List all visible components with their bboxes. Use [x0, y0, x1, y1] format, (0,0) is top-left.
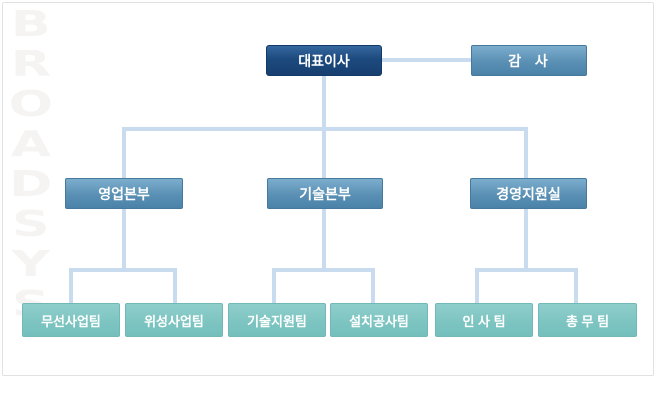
connector-drop-team6 [574, 268, 578, 303]
org-node-wireless-team: 무선사업팀 [22, 303, 120, 337]
org-node-wireless-team-label: 무선사업팀 [41, 313, 101, 329]
connector-ceo-vertical [322, 75, 326, 272]
org-node-satellite-team: 위성사업팀 [125, 303, 223, 337]
org-node-sales-division-label: 영업본부 [98, 185, 150, 202]
connector-drop-team2 [173, 268, 177, 303]
org-node-hr-team: 인 사 팀 [435, 303, 533, 337]
connector-drop-team5 [475, 268, 479, 303]
org-node-tech-support-team-label: 기술지원팀 [247, 313, 307, 329]
connector-drop-team3 [272, 268, 276, 303]
org-node-ceo-label: 대표이사 [298, 52, 350, 69]
org-node-installation-team: 설치공사팀 [330, 303, 428, 337]
connector-drop-team4 [371, 268, 375, 303]
org-node-sales-division: 영업본부 [65, 178, 183, 209]
org-node-installation-team-label: 설치공사팀 [349, 313, 409, 329]
org-node-tech-support-team: 기술지원팀 [228, 303, 326, 337]
connector-branch2-horizontal [272, 268, 375, 272]
org-node-general-affairs-team: 총 무 팀 [538, 303, 637, 337]
connector-branch1-horizontal [69, 268, 177, 272]
org-node-satellite-team-label: 위성사업팀 [144, 313, 204, 329]
connector-drop-team1 [69, 268, 73, 303]
org-node-general-affairs-team-label: 총 무 팀 [565, 313, 610, 329]
org-node-auditor-label: 감 사 [508, 52, 550, 69]
org-node-auditor: 감 사 [471, 45, 587, 76]
org-node-ceo: 대표이사 [266, 45, 382, 76]
connector-ceo-auditor [382, 58, 471, 62]
connector-branch3-horizontal [475, 268, 578, 272]
org-node-hr-team-label: 인 사 팀 [462, 313, 506, 329]
org-node-tech-division-label: 기술본부 [299, 185, 351, 202]
org-node-management-support: 경영지원실 [470, 178, 587, 209]
org-node-tech-division: 기술본부 [267, 178, 383, 209]
connector-main-horizontal [122, 127, 528, 131]
broadsys-watermark: BROADSYS [1, 4, 61, 324]
org-node-management-support-label: 경영지원실 [496, 185, 561, 202]
